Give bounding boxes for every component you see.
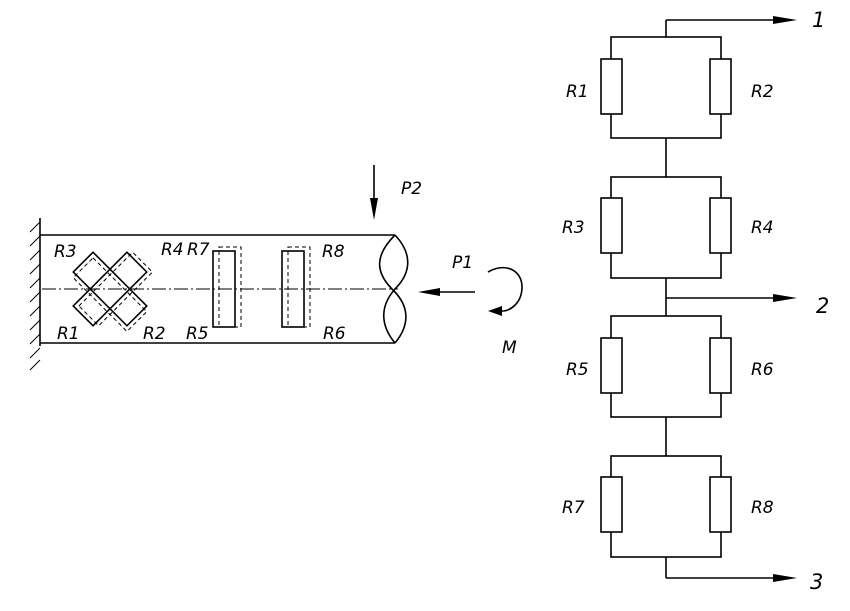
label-r8: R8 <box>322 242 345 262</box>
terminal-3-arrow <box>773 574 797 582</box>
force-p2-arrow <box>370 165 378 220</box>
terminal-2-arrow <box>773 294 797 302</box>
axial-strain-gauge-r5-r7 <box>212 246 242 328</box>
label-r4: R4 <box>161 240 184 260</box>
label-r2: R2 <box>143 324 166 344</box>
label-r1: R1 <box>57 324 80 344</box>
resistor-network: 1 R1 R2 R3 R4 2 R5 R6 R7 R8 <box>562 8 829 594</box>
cantilever-beam: R3 R4 R7 R8 R1 R2 R5 R6 P2 P1 M <box>29 165 523 371</box>
circuit-label-r4: R4 <box>751 218 774 238</box>
circuit-label-r3: R3 <box>562 218 585 238</box>
circuit-label-r1: R1 <box>566 82 589 102</box>
terminal-2-label: 2 <box>816 294 829 318</box>
resistor-r6 <box>709 337 732 394</box>
force-p1-arrow <box>418 288 475 296</box>
wall-hatching <box>29 221 41 371</box>
terminal-1-arrow <box>773 16 797 24</box>
circuit-label-r5: R5 <box>566 360 589 380</box>
resistor-r7 <box>600 476 623 533</box>
resistor-r3 <box>600 197 623 254</box>
resistor-r1 <box>600 58 623 115</box>
label-r3: R3 <box>54 242 77 262</box>
resistor-r2 <box>709 58 732 115</box>
label-r5: R5 <box>186 324 209 344</box>
terminal-3-label: 3 <box>810 570 823 594</box>
stage-r7-r8 <box>610 455 722 558</box>
circuit-label-r6: R6 <box>751 360 774 380</box>
circuit-label-r7: R7 <box>562 498 585 518</box>
force-p1-label: P1 <box>452 253 473 273</box>
moment-label: M <box>502 338 517 358</box>
resistor-r8 <box>709 476 732 533</box>
stage-r1-r2 <box>610 36 722 139</box>
stage-r5-r6 <box>610 315 722 418</box>
moment-arrow <box>487 266 523 316</box>
resistor-r4 <box>709 197 732 254</box>
terminal-1-label: 1 <box>812 8 825 32</box>
force-p2-label: P2 <box>401 179 422 199</box>
circuit-label-r8: R8 <box>751 498 774 518</box>
crossed-strain-gauges <box>72 251 154 333</box>
label-r6: R6 <box>323 324 346 344</box>
break-line-left <box>378 234 407 344</box>
axial-strain-gauge-r6-r8 <box>281 246 311 328</box>
label-r7: R7 <box>187 240 210 260</box>
resistor-r5 <box>600 337 623 394</box>
circuit-label-r2: R2 <box>751 82 774 102</box>
stage-r3-r4 <box>610 176 722 279</box>
